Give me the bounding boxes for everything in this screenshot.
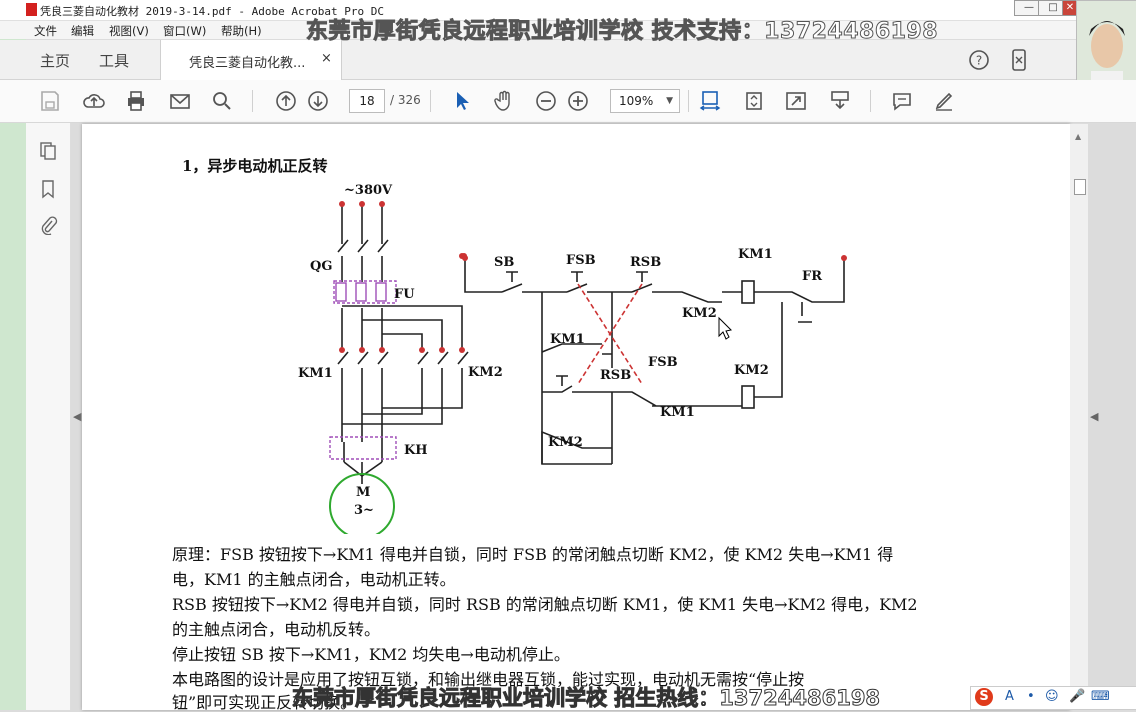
help-icon[interactable]: ?: [968, 49, 990, 71]
paragraph-line: 电，KM1 的主触点闭合，电动机正转。: [172, 570, 456, 589]
section-heading: 1，异步电动机正反转: [182, 157, 328, 175]
cloud-upload-icon[interactable]: [82, 89, 106, 113]
title-bar: 凭良三菱自动化教材 2019-3-14.pdf - Adobe Acrobat …: [0, 0, 1136, 21]
svg-text:?: ?: [976, 54, 982, 68]
hand-tool-icon[interactable]: [492, 89, 516, 113]
collapse-left-panel-icon[interactable]: ◀: [73, 410, 82, 423]
document-tab[interactable]: 凭良三菱自动化教... ×: [160, 40, 342, 80]
label-km1-coil: KM1: [738, 247, 773, 262]
navigation-panel: [26, 123, 71, 710]
page-total: / 326: [390, 93, 421, 107]
paragraph-line: 停止按钮 SB 按下→KM1，KM2 均失电→电动机停止。: [172, 645, 570, 664]
desktop-background: [0, 20, 26, 710]
ime-toolbar: S A • ☺ 🎤 ⌨: [970, 686, 1136, 710]
toolbar: 18 / 326 109% ▼: [0, 80, 1136, 123]
highlight-pen-icon[interactable]: [932, 89, 956, 113]
ime-lang-icon[interactable]: A: [1005, 689, 1014, 704]
pdf-icon: [26, 3, 37, 16]
ime-emoji-icon[interactable]: ☺: [1045, 689, 1059, 704]
label-rsb-mid: RSB: [600, 368, 631, 383]
label-km2-main: KM2: [468, 365, 503, 380]
tab-bar: 主页 工具 凭良三菱自动化教... × ? 登录: [0, 40, 1136, 109]
menu-help[interactable]: 帮助(H): [221, 24, 262, 38]
label-kh: KH: [404, 443, 428, 458]
label-rsb-top: RSB: [630, 255, 661, 270]
bookmark-icon[interactable]: [38, 179, 58, 199]
scroll-up-icon[interactable]: ▲: [1075, 132, 1082, 141]
ime-punct-icon[interactable]: •: [1027, 689, 1035, 704]
page-thumbnails-icon[interactable]: [38, 141, 58, 161]
nav-home[interactable]: 主页: [40, 52, 71, 70]
attachment-icon[interactable]: [38, 215, 58, 235]
close-tab-icon[interactable]: ×: [321, 51, 332, 66]
full-screen-icon[interactable]: [784, 89, 808, 113]
zoom-value: 109%: [619, 94, 654, 108]
zoom-in-icon[interactable]: [566, 89, 590, 113]
search-icon[interactable]: [210, 89, 234, 113]
mobile-icon[interactable]: [1010, 49, 1028, 71]
label-km1-hold: KM1: [550, 332, 585, 347]
toolbar-separator: [688, 90, 689, 112]
maximize-button[interactable]: □: [1038, 0, 1068, 16]
page-number-input[interactable]: 18: [349, 89, 385, 113]
scrollbar-thumb[interactable]: [1074, 179, 1086, 195]
circuit-diagram: ~380V QG FU KM1 KM2 KH M 3~ SB FSB RSB K…: [298, 183, 847, 534]
chevron-down-icon: ▼: [666, 96, 673, 106]
toolbar-separator: [430, 90, 431, 112]
select-cursor-icon[interactable]: [450, 89, 474, 113]
paragraph-line: 原理：FSB 按钮按下→KM1 得电并自锁，同时 FSB 的常闭触点切断 KM2…: [172, 545, 894, 564]
zoom-out-icon[interactable]: [534, 89, 558, 113]
rotate-view-icon[interactable]: [742, 89, 766, 113]
scroll-mode-icon[interactable]: [828, 89, 852, 113]
paragraph-line: 本电路图的设计是应用了按钮互锁，和输出继电器互锁，能过实现，电动机无需按“停止按: [172, 670, 805, 689]
label-km2-hold: KM2: [548, 435, 583, 450]
watermark-top: 东莞市厚街凭良远程职业培训学校 技术支持：13724486198: [305, 19, 939, 45]
pdf-page: 1，异步电动机正反转: [82, 124, 1070, 710]
print-icon[interactable]: [124, 89, 148, 113]
menu-bar: 文件 编辑 视图(V) 窗口(W) 帮助(H): [0, 21, 1080, 39]
paragraph-line: 的主触点闭合，电动机反转。: [172, 620, 381, 639]
previous-page-icon[interactable]: [274, 89, 298, 113]
vertical-scrollbar[interactable]: ▲: [1070, 124, 1088, 710]
nav-tools[interactable]: 工具: [99, 52, 130, 70]
ime-logo-icon[interactable]: S: [975, 688, 993, 706]
menu-window[interactable]: 窗口(W): [163, 24, 207, 38]
comment-icon[interactable]: [890, 89, 914, 113]
label-km1-main: KM1: [298, 366, 333, 381]
menu-edit[interactable]: 编辑: [71, 24, 94, 38]
label-fsb-top: FSB: [566, 253, 596, 268]
label-fr: FR: [802, 269, 822, 284]
paragraph-line: 钮”即可实现正反转切换。: [172, 693, 357, 710]
menu-file[interactable]: 文件: [34, 24, 57, 38]
paragraph-line: RSB 按钮按下→KM2 得电并自锁，同时 RSB 的常闭触点切断 KM1，使 …: [172, 595, 918, 614]
label-km2-nc: KM2: [682, 306, 717, 321]
label-km2-coil: KM2: [734, 363, 769, 378]
document-tab-label: 凭良三菱自动化教...: [189, 56, 306, 71]
ime-keyboard-icon[interactable]: ⌨: [1091, 689, 1110, 704]
label-sb: SB: [494, 255, 514, 270]
label-motor: M: [356, 485, 370, 500]
next-page-icon[interactable]: [306, 89, 330, 113]
label-fsb-mid: FSB: [648, 355, 678, 370]
mouse-cursor: [718, 316, 733, 340]
label-voltage: ~380V: [344, 183, 393, 198]
toolbar-separator: [252, 90, 253, 112]
expand-right-panel-icon[interactable]: ◀: [1090, 410, 1099, 423]
save-icon[interactable]: [38, 89, 62, 113]
menu-view[interactable]: 视图(V): [109, 24, 149, 38]
watermark-bottom: 东莞市厚街凭良远程职业培训学校 招生热线：13724486198: [291, 686, 881, 711]
label-fu: FU: [394, 287, 415, 302]
email-icon[interactable]: [168, 89, 192, 113]
toolbar-separator: [870, 90, 871, 112]
fit-width-icon[interactable]: [698, 89, 722, 113]
label-qg: QG: [310, 259, 332, 274]
ime-voice-icon[interactable]: 🎤: [1069, 689, 1086, 704]
label-km1-nc: KM1: [660, 405, 695, 420]
zoom-select[interactable]: 109% ▼: [610, 89, 680, 113]
window-title: 凭良三菱自动化教材 2019-3-14.pdf - Adobe Acrobat …: [40, 5, 385, 18]
label-motor-phase: 3~: [354, 503, 374, 518]
